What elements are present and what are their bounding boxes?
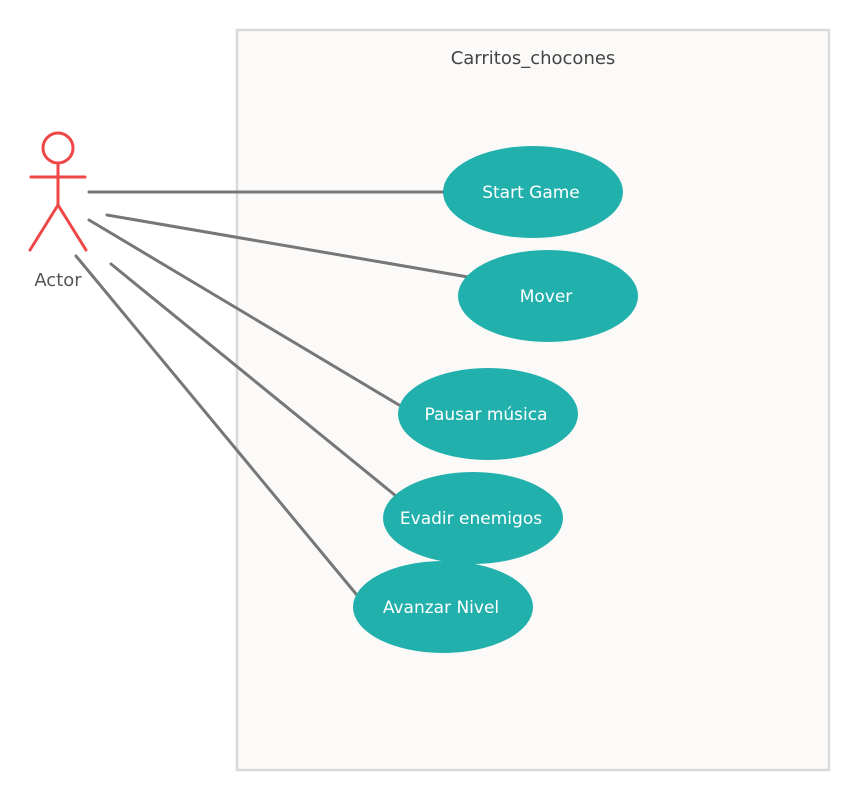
use-case-label: Pausar música: [424, 405, 547, 425]
actor[interactable]: Actor: [28, 131, 88, 291]
use-case-label: Evadir enemigos: [400, 509, 542, 529]
use-case-ellipse: [443, 146, 623, 238]
association-evadir-enemigos: [109, 262, 398, 498]
use-case-pausar-musica[interactable]: Pausar música: [398, 368, 578, 460]
use-case-evadir-enemigos[interactable]: Evadir enemigos: [383, 472, 563, 564]
use-case-ellipse: [353, 561, 533, 653]
actor-icon: [28, 131, 88, 252]
use-cases: Start Game Mover Pausar música Evadir en…: [353, 146, 638, 653]
use-case-start-game[interactable]: Start Game: [443, 146, 623, 238]
use-case-label: Start Game: [482, 183, 580, 203]
use-case-ellipse: [458, 250, 638, 342]
use-case-mover[interactable]: Mover: [458, 250, 638, 342]
use-case-avanzar-nivel[interactable]: Avanzar Nivel: [353, 561, 533, 653]
use-case-ellipse: [398, 368, 578, 460]
actor-label: Actor: [34, 270, 82, 291]
use-case-label: Avanzar Nivel: [383, 598, 499, 618]
associations: [74, 190, 470, 608]
use-case-label: Mover: [520, 287, 573, 307]
association-pausar-musica: [87, 218, 401, 407]
association-avanzar-nivel: [74, 254, 368, 608]
association-mover: [105, 213, 470, 279]
system-title: Carritos_chocones: [451, 48, 616, 69]
use-case-ellipse: [383, 472, 563, 564]
